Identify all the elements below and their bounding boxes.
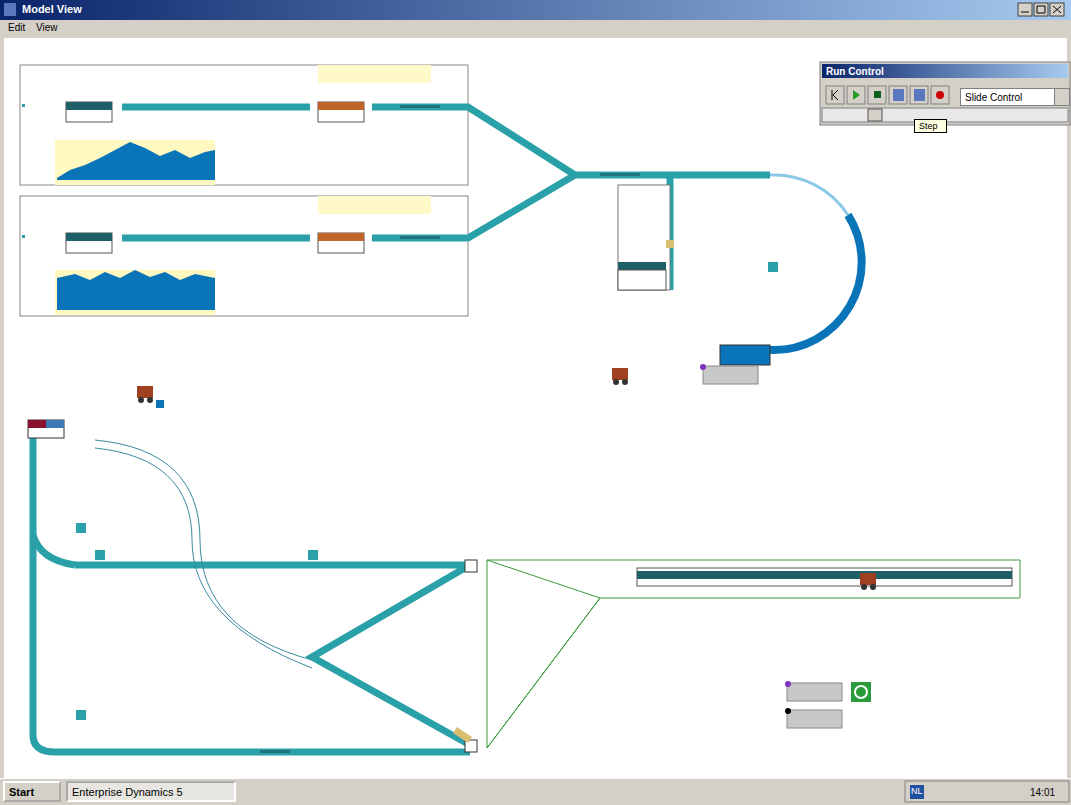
- label-text: 14:01: [1030, 787, 1055, 798]
- dropdown: Slide Control: [960, 88, 1070, 106]
- start-button: Start: [3, 781, 61, 802]
- node-text: Enterprise Dynamics 5: [72, 786, 183, 798]
- node-text: Start: [9, 786, 34, 798]
- menu-bar: [0, 20, 1071, 36]
- title-bar: [0, 0, 1071, 20]
- node-text: Step: [919, 121, 938, 131]
- node-text: Run Control: [826, 66, 884, 77]
- label-text: Edit: [8, 22, 25, 33]
- window-title: Model View: [22, 3, 82, 15]
- tooltip: Step: [914, 119, 947, 133]
- label-text: NL: [911, 786, 923, 796]
- taskbar-button: Enterprise Dynamics 5: [66, 781, 236, 802]
- label-text: View: [36, 22, 58, 33]
- panel-title: Run ControlSlide ControlStep: [822, 64, 1068, 78]
- node-text: Slide Control: [965, 92, 1022, 103]
- dropdown-arrow: [1054, 89, 1069, 105]
